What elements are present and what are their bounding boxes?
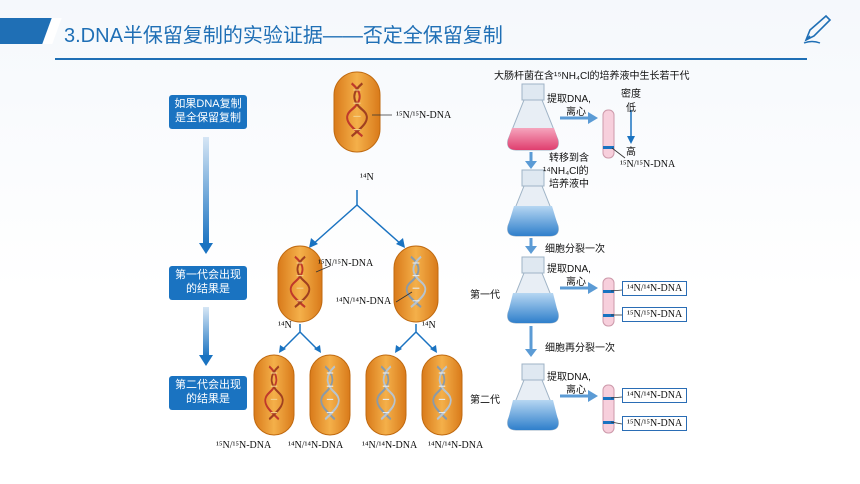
gen2-label-2: ¹⁴N/¹⁴N-DNA [288, 440, 344, 451]
gen2-result-2: ¹⁵N/¹⁵N-DNA [622, 416, 688, 431]
gen1-right-title: 第一代 [470, 290, 500, 301]
n14-right-label: ¹⁴N [422, 320, 436, 331]
gen2-result-1: ¹⁴N/¹⁴N-DNA [622, 388, 688, 403]
tube1-label: ¹⁵N/¹⁵N-DNA [620, 159, 676, 170]
extract-label-2: 提取DNA, [547, 264, 591, 275]
extract-label-1: 提取DNA, [547, 94, 591, 105]
transfer-line-1: 转移到含 [549, 153, 589, 164]
tube-3 [602, 384, 615, 434]
transfer-line-3: 培养液中 [549, 179, 589, 190]
down-arrow-1 [199, 137, 213, 254]
tube-1 [602, 109, 615, 159]
parent-bacterium [333, 71, 381, 153]
gen2-right-title: 第二代 [470, 395, 500, 406]
page-title: 3.DNA半保留复制的实验证据——否定全保留复制 [64, 25, 503, 47]
gen1-right-label: ¹⁴N/¹⁴N-DNA [336, 296, 392, 307]
low-label: 低 [626, 103, 636, 114]
centrifuge-label-3: 离心 [566, 385, 586, 396]
high-label: 高 [626, 147, 636, 158]
title-underline [55, 58, 807, 60]
box-text-1: 如果DNA复制 [174, 98, 242, 110]
gen2-bacterium-3 [365, 354, 407, 436]
gen2-bacterium-1 [253, 354, 295, 436]
gen1-bacterium-right [393, 245, 439, 323]
parent-label: ¹⁵N/¹⁵N-DNA [396, 110, 452, 121]
pencil-icon [803, 14, 832, 44]
gen2-bacterium-2 [309, 354, 351, 436]
box-text-2: 的结果是 [186, 283, 230, 295]
centrifuge-label-1: 离心 [566, 107, 586, 118]
flask-1 [507, 83, 559, 151]
tube-2 [602, 277, 615, 327]
gen1-result-1: ¹⁴N/¹⁴N-DNA [622, 281, 688, 296]
extract-arrow-2 [560, 282, 598, 294]
top-caption: 大肠杆菌在含¹⁵NH₄Cl的培养液中生长若干代 [494, 71, 690, 82]
gen1-left-label: ¹⁵N/¹⁵N-DNA [318, 258, 374, 269]
extract-arrow-3 [560, 390, 598, 402]
centrifuge-label-2: 离心 [566, 277, 586, 288]
box-gen1: 第一代会出现 的结果是 [169, 266, 247, 300]
gen2-label-4: ¹⁴N/¹⁴N-DNA [428, 440, 484, 451]
box-text-1: 第一代会出现 [175, 269, 241, 281]
gen1-bacterium-left [277, 245, 323, 323]
transfer-line-2: ¹⁴NH₄Cl的 [543, 166, 589, 177]
box-text-2: 是全保留复制 [175, 112, 241, 124]
down-arrow-2 [199, 307, 213, 366]
title-bar: 3.DNA半保留复制的实验证据——否定全保留复制 [0, 18, 860, 60]
flask-2 [507, 169, 559, 237]
box-text-1: 第二代会出现 [175, 379, 241, 391]
flask-3 [507, 256, 559, 324]
density-label: 密度 [621, 89, 641, 100]
n14-left-label: ¹⁴N [278, 320, 292, 331]
flask-4 [507, 363, 559, 431]
extract-arrow-1 [560, 112, 598, 124]
n14-top-label: ¹⁴N [360, 172, 374, 183]
divide-again-label: 细胞再分裂一次 [545, 343, 615, 354]
gen2-bacterium-4 [421, 354, 463, 436]
box-text-2: 的结果是 [186, 393, 230, 405]
box-gen2: 第二代会出现 的结果是 [169, 376, 247, 410]
gen2-label-1: ¹⁵N/¹⁵N-DNA [216, 440, 272, 451]
gen2-label-3: ¹⁴N/¹⁴N-DNA [362, 440, 418, 451]
extract-label-3: 提取DNA, [547, 372, 591, 383]
box-full-conservative: 如果DNA复制 是全保留复制 [169, 95, 247, 129]
gen1-result-2: ¹⁵N/¹⁵N-DNA [622, 307, 688, 322]
divide-once-label: 细胞分裂一次 [545, 244, 605, 255]
